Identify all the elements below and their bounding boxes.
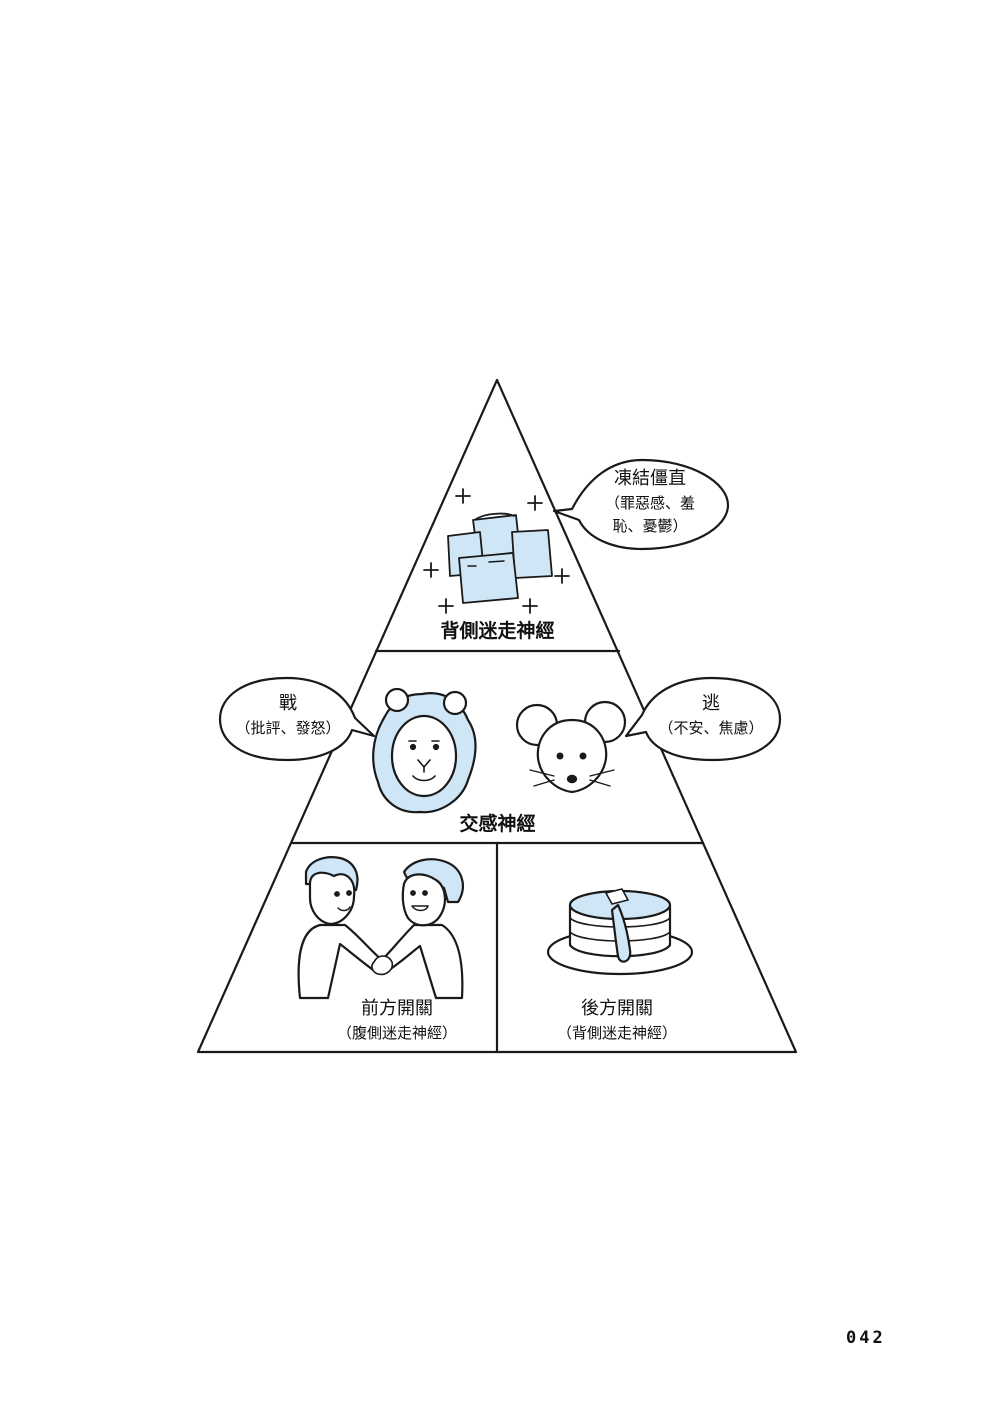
bubble-flight-shape [624,676,782,762]
mouse-icon [515,700,627,794]
bubble-freeze-line2: 恥、憂鬱） [612,517,688,535]
tier-bottom-left-subtitle: （腹側迷走神經） [336,1024,457,1042]
bubble-freeze-line1: （罪惡感、羞 [604,494,695,512]
sparkle-icons [423,488,570,614]
bubble-flight-title: 逃 [702,693,720,714]
lion-icon [372,687,477,814]
bubble-freeze-title: 凍結僵直 [614,468,686,489]
bubble-fight-title: 戰 [279,693,297,714]
tier-bottom-right-subtitle: （背側迷走神經） [556,1024,677,1042]
pancakes-icon [546,888,694,976]
tier-bottom-left-title: 前方開關 [361,998,433,1019]
bubble-fight-shape [218,676,376,762]
tier-middle-title: 交感神經 [459,813,536,835]
ice-cubes-icon [447,512,553,604]
tier-bottom-right-title: 後方開關 [581,998,653,1019]
bubble-freeze-shape [552,458,730,551]
bubble-fight-detail: （批評、發怒） [235,719,341,737]
tier-top-title: 背側迷走神經 [440,620,555,642]
handshake-people-icon [297,856,464,1000]
bubble-flight-detail: （不安、焦慮） [658,719,764,737]
page-number: 042 [846,1328,886,1348]
